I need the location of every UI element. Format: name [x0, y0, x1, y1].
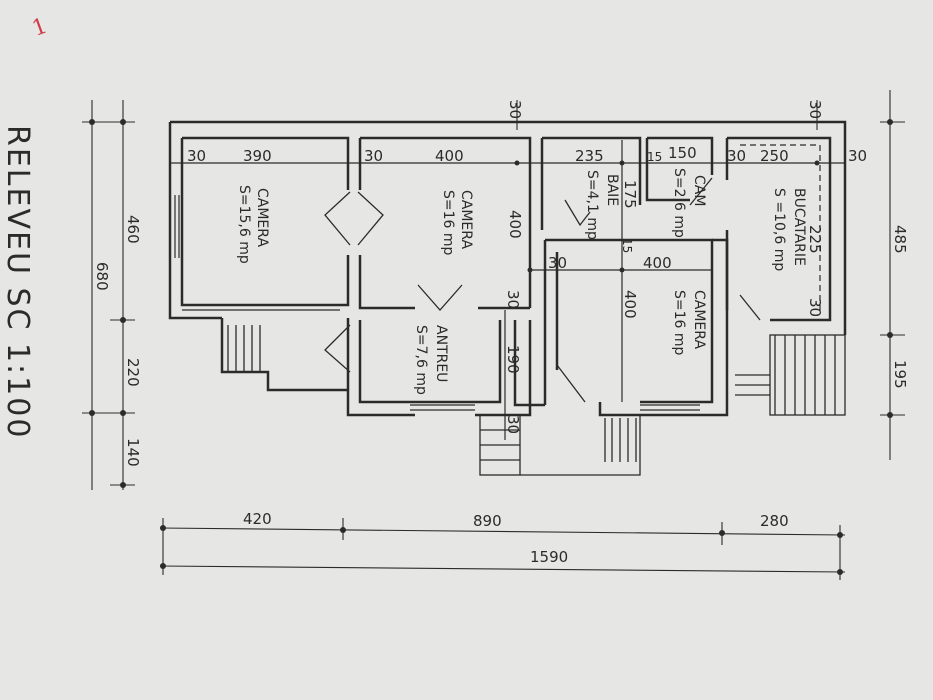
dim-v-175: 175 [621, 180, 639, 209]
doors [324, 177, 761, 403]
dim-mid-30: 30 [548, 254, 567, 272]
dim-top-30-d: 30 [848, 147, 867, 165]
dim-bottom-420: 420 [243, 510, 272, 528]
room-antreu-area: S=7,6 mp [413, 325, 429, 395]
room-bucatarie-name: BUCATARIE [791, 188, 807, 266]
dim-top-390: 390 [243, 147, 272, 165]
dimension-lines [82, 90, 905, 580]
dim-bottom-1590: 1590 [530, 548, 568, 566]
dim-v-225: 225 [806, 225, 824, 254]
dim-right-195: 195 [891, 360, 909, 389]
room-baie-area: S=4,1 mp [584, 170, 600, 240]
dim-left-140: 140 [124, 438, 142, 467]
room-camera-3-name: CAMERA [691, 290, 707, 349]
dimension-texts: 30 390 30 400 235 15 150 30 250 30 30 30… [93, 100, 909, 566]
dim-left-220: 220 [124, 358, 142, 387]
dim-mid-15: 15 [620, 238, 634, 253]
corner-mark: 1 [29, 14, 51, 42]
dim-right-485: 485 [891, 225, 909, 254]
room-camera-1-name: CAMERA [254, 188, 270, 247]
drawing-title: RELEVEU SC 1:100 [0, 125, 35, 439]
room-camara-name: CAM [691, 175, 707, 206]
dim-top-15: 15 [647, 150, 662, 164]
room-labels: CAMERA S=15,6 mp CAMERA S=16 mp BAIE S=4… [236, 168, 807, 395]
dim-top-400: 400 [435, 147, 464, 165]
dim-top-250: 250 [760, 147, 789, 165]
room-baie-name: BAIE [604, 174, 620, 206]
room-bucatarie-area: S =10,6 mp [771, 188, 787, 271]
dim-top-150: 150 [668, 144, 697, 162]
dim-v-30-bottom: 30 [504, 415, 522, 434]
dim-left-680: 680 [93, 262, 111, 291]
room-camera-3-area: S=16 mp [671, 290, 687, 356]
exterior-walls [168, 120, 847, 417]
dim-v-400-right: 400 [621, 290, 639, 319]
dim-v-30-mid: 30 [504, 290, 522, 309]
dim-v-400-center: 400 [506, 210, 524, 239]
room-camara-area: S=2,6 mp [671, 168, 687, 238]
dim-left-460: 460 [124, 215, 142, 244]
dim-v-30-kitchen: 30 [806, 298, 824, 317]
dim-bottom-890: 890 [473, 512, 502, 530]
room-antreu-name: ANTREU [433, 325, 449, 382]
room-camera-2-name: CAMERA [458, 190, 474, 249]
dim-top-235: 235 [575, 147, 604, 165]
dim-mid-400: 400 [643, 254, 672, 272]
dim-wall-30-right: 30 [806, 100, 824, 119]
dim-top-30-b: 30 [364, 147, 383, 165]
dim-wall-30-top: 30 [506, 100, 524, 119]
dimension-dots [89, 119, 893, 575]
room-camera-2-area: S=16 mp [440, 190, 456, 256]
room-camera-1-area: S=15,6 mp [236, 185, 252, 264]
dim-top-30-c: 30 [727, 147, 746, 165]
dim-v-190: 190 [504, 345, 522, 374]
stairs [227, 325, 846, 476]
dim-top-30-a: 30 [187, 147, 206, 165]
dim-bottom-280: 280 [760, 512, 789, 530]
